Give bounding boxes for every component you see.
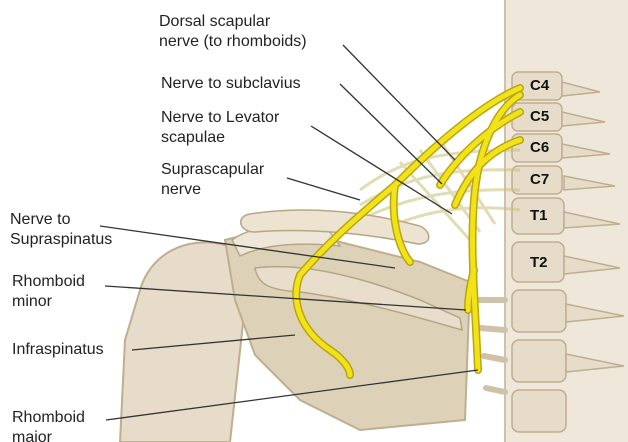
label-dorsal-scapular-nerve: Dorsal scapular nerve (to rhomboids) (159, 12, 307, 52)
vertebra-label-t1: T1 (530, 207, 548, 224)
vertebra-label-c4: C4 (530, 77, 549, 94)
label-dorsal-scapular-line1: Dorsal scapular (159, 12, 307, 32)
label-nerve-to-subclavius-line1: Nerve to subclavius (161, 74, 301, 94)
label-nerve-to-supraspinatus-line1: Nerve to (10, 210, 112, 230)
label-suprascapular-line2: nerve (161, 180, 264, 200)
label-rhomboid-minor-line1: Rhomboid (12, 272, 85, 292)
vertebra-label-c5: C5 (530, 108, 549, 125)
vertebra-label-c6: C6 (530, 139, 549, 156)
label-rhomboid-minor-line2: minor (12, 292, 85, 312)
label-dorsal-scapular-line2: nerve (to rhomboids) (159, 32, 307, 52)
vertebra-label-t2: T2 (530, 254, 548, 271)
scapula (225, 210, 470, 430)
label-nerve-to-levator-scapulae: Nerve to Levator scapulae (161, 108, 279, 148)
label-nerve-to-subclavius: Nerve to subclavius (161, 74, 301, 94)
label-nerve-to-levator-line2: scapulae (161, 128, 279, 148)
label-rhomboid-major-line2: major (12, 428, 85, 442)
label-rhomboid-minor: Rhomboid minor (12, 272, 85, 312)
label-suprascapular-line1: Suprascapular (161, 160, 264, 180)
label-nerve-to-supraspinatus-line2: Supraspinatus (10, 230, 112, 250)
vertebra-label-c7: C7 (530, 171, 549, 188)
label-rhomboid-major-line1: Rhomboid (12, 408, 85, 428)
label-rhomboid-major: Rhomboid major (12, 408, 85, 442)
label-nerve-to-supraspinatus: Nerve to Supraspinatus (10, 210, 112, 250)
label-infraspinatus-line1: Infraspinatus (12, 340, 104, 360)
label-nerve-to-levator-line1: Nerve to Levator (161, 108, 279, 128)
label-infraspinatus: Infraspinatus (12, 340, 104, 360)
label-suprascapular-nerve: Suprascapular nerve (161, 160, 264, 200)
